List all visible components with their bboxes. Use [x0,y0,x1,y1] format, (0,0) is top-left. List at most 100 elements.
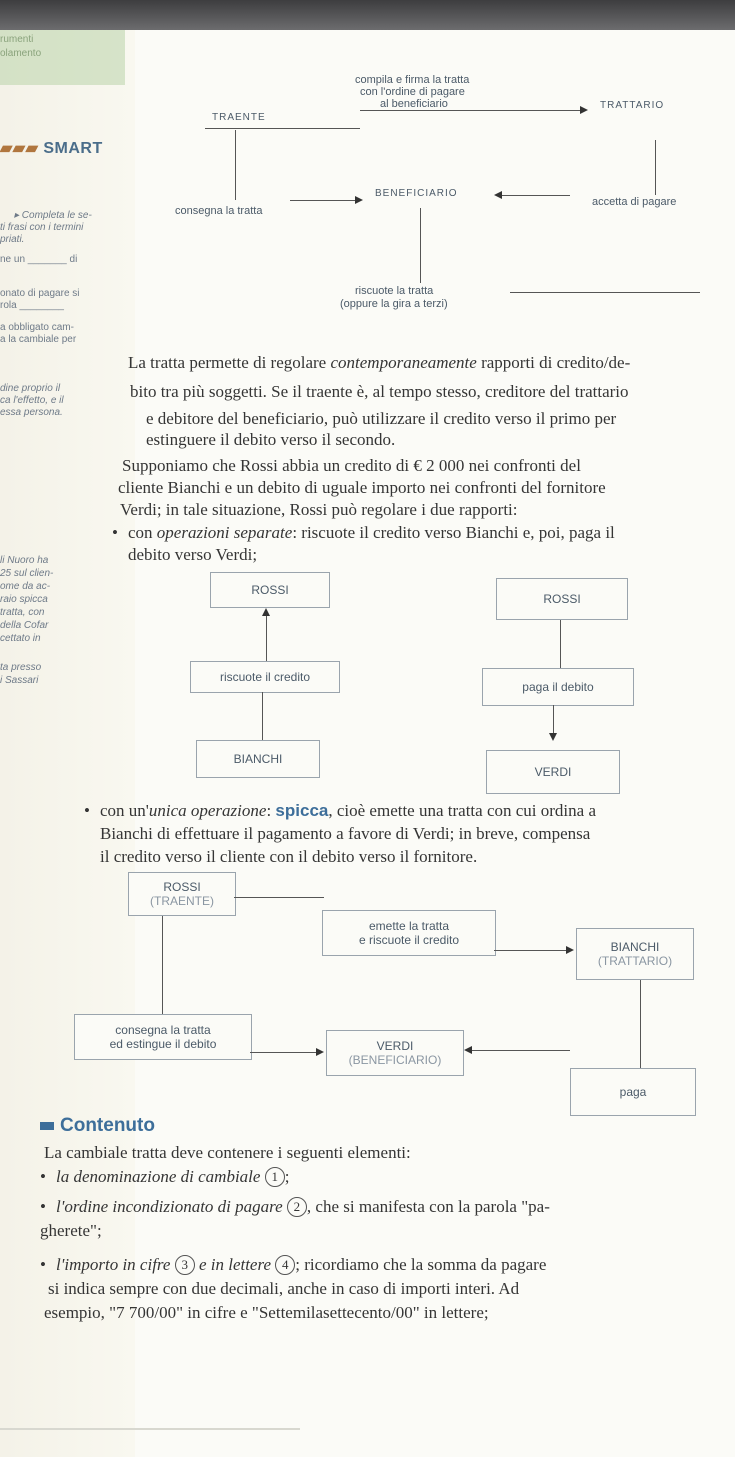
margin-hint-1: ▸ Completa le se- [14,210,92,221]
d1-line [360,110,580,111]
d1-line [290,200,355,201]
d2-arrow-down-icon [549,733,557,741]
d3-emette-box: emette la tratta e riscuote il credito [322,910,496,956]
margin-green-block [0,30,125,85]
margin-fill-4: a obbligato cam- [0,322,74,333]
d3-bianchi-role: (TRATTARIO) [597,954,673,968]
d1-action-top-1: compila e firma la tratta [355,74,470,86]
c2-text: l'ordine incondizionato di pagare [56,1197,283,1216]
paragraph-1-line-2: bito tra più soggetti. Se il traente è, … [130,382,629,401]
c3-b: e in lettere [194,1255,272,1274]
d1-line [235,130,236,200]
d2-line [560,620,561,668]
d3-line [472,1050,570,1051]
margin-section-mark: ▰▰▰ [0,140,39,157]
d2-bianchi-label: BIANCHI [233,752,283,766]
margin-side-2: ca l'effetto, e il [0,395,64,406]
margin-fill-1: ne un _______ di [0,254,78,265]
paragraph-2-line-2: cliente Bianchi e un debito di uguale im… [118,478,606,497]
b2-e: , cioè emette una tratta con cui ordina … [328,801,596,820]
d2-verdi-box: VERDI [486,750,620,794]
paragraph-1-line-3: e debitore del beneficiario, può utilizz… [146,409,617,428]
c3-c: ; ricordiamo che la somma da pagare [295,1255,547,1274]
section-square-icon [40,1121,54,1130]
paragraph-2-line-1: Supponiamo che Rossi abbia un credito di… [122,456,581,475]
margin-fill-3: rola ________ [0,300,64,311]
d3-arrow-right-icon [316,1048,324,1056]
bottom-divider [0,1428,300,1430]
d1-line [205,128,360,129]
d2-rossi-left-label: ROSSI [251,583,289,597]
p1-text-c: rapporti di credito/de- [476,353,631,372]
d1-line [655,140,656,195]
b1-italic: operazioni separate [156,523,293,542]
c3-number-badge: 3 [174,1255,195,1275]
d3-rossi-role: (TRAENTE) [150,894,214,908]
c1-number-badge: 1 [264,1167,285,1187]
d2-arrow-up-icon [262,608,270,616]
d2-line [266,616,267,661]
d2-line [262,692,263,740]
d3-arrow-left-icon [464,1046,472,1054]
d2-paga-debito-box: paga il debito [482,668,634,706]
d2-verdi-label: VERDI [534,765,572,779]
d3-arrow-right-icon [566,946,574,954]
d3-line [162,916,163,1014]
p1-text-a: La tratta permette di regolare [128,353,331,372]
b2-a: con un' [100,801,149,820]
d1-riscuote-1: riscuote la tratta [355,285,434,297]
bullet-unica-operazione: con un'unica operazione: spicca, cioè em… [84,800,596,822]
paragraph-2-line-3: Verdi; in tale situazione, Rossi può reg… [120,500,518,519]
d3-rossi-label: ROSSI [163,880,201,894]
d3-line [250,1052,316,1053]
d2-riscuote-box: riscuote il credito [190,661,340,693]
margin-section-label: SMART [43,140,103,157]
d3-consegna-2: ed estingue il debito [109,1037,217,1051]
d3-verdi-role: (BENEFICIARIO) [348,1053,442,1067]
b2-c: : [266,801,276,820]
margin-top-text-1: rumenti [0,34,34,45]
d1-line [510,292,700,293]
c1-end: ; [284,1167,290,1186]
d2-rossi-right-label: ROSSI [543,592,581,606]
d2-rossi-box-left: ROSSI [210,572,330,608]
bullet-1-line-2: debito verso Verdi; [128,545,258,564]
b2-spicca: spicca [275,801,329,820]
d1-accetta-label: accetta di pagare [592,196,677,208]
d1-beneficiario-label: BENEFICIARIO [375,188,458,199]
d3-verdi-box: VERDI (BENEFICIARIO) [326,1030,464,1076]
d1-arrow-right-icon [580,106,588,114]
margin-side-4: li Nuoro ha [0,555,49,566]
section-contenuto: Contenuto [40,1115,155,1137]
d3-consegna-box: consegna la tratta ed estingue il debito [74,1014,252,1060]
bullet-2-line-2: Bianchi di effettuare il pagamento a fav… [100,824,591,843]
d1-riscuote-2: (oppure la gira a terzi) [340,298,448,310]
margin-side-11: ta presso [0,662,42,673]
b2-italic: unica operazione [148,801,267,820]
section-contenuto-title: Contenuto [60,1115,155,1136]
d3-emette-2: e riscuote il credito [358,933,460,947]
d1-traente-label: TRAENTE [212,112,266,123]
d3-emette-1: emette la tratta [368,919,450,933]
margin-side-7: raio spicca [0,594,48,605]
d2-bianchi-box: BIANCHI [196,740,320,778]
margin-side-9: della Cofar [0,620,49,631]
d3-verdi-label: VERDI [376,1039,414,1053]
d3-line [640,980,641,1068]
d1-line [420,208,421,283]
c3-number-badge-2: 4 [275,1255,296,1275]
top-shadow-band [0,0,735,30]
c2-b: , che si manifesta con la parola "pa- [306,1197,550,1216]
d3-rossi-box: ROSSI (TRAENTE) [128,872,236,916]
d3-bianchi-label: BIANCHI [610,940,660,954]
d3-paga-label: paga [619,1085,647,1099]
margin-hint-2: ti frasi con i termini [0,222,84,233]
margin-side-5: 25 sul clien- [0,568,54,579]
d2-riscuote-label: riscuote il credito [219,670,311,684]
margin-side-8: tratta, con [0,607,45,618]
bullet-2-line-3: il credito verso il cliente con il debit… [100,847,478,866]
d1-trattario-label: TRATTARIO [600,100,665,111]
margin-side-3: essa persona. [0,407,63,418]
c3-text: l'importo in cifre [56,1255,171,1274]
contenuto-intro: La cambiale tratta deve contenere i segu… [44,1143,411,1162]
